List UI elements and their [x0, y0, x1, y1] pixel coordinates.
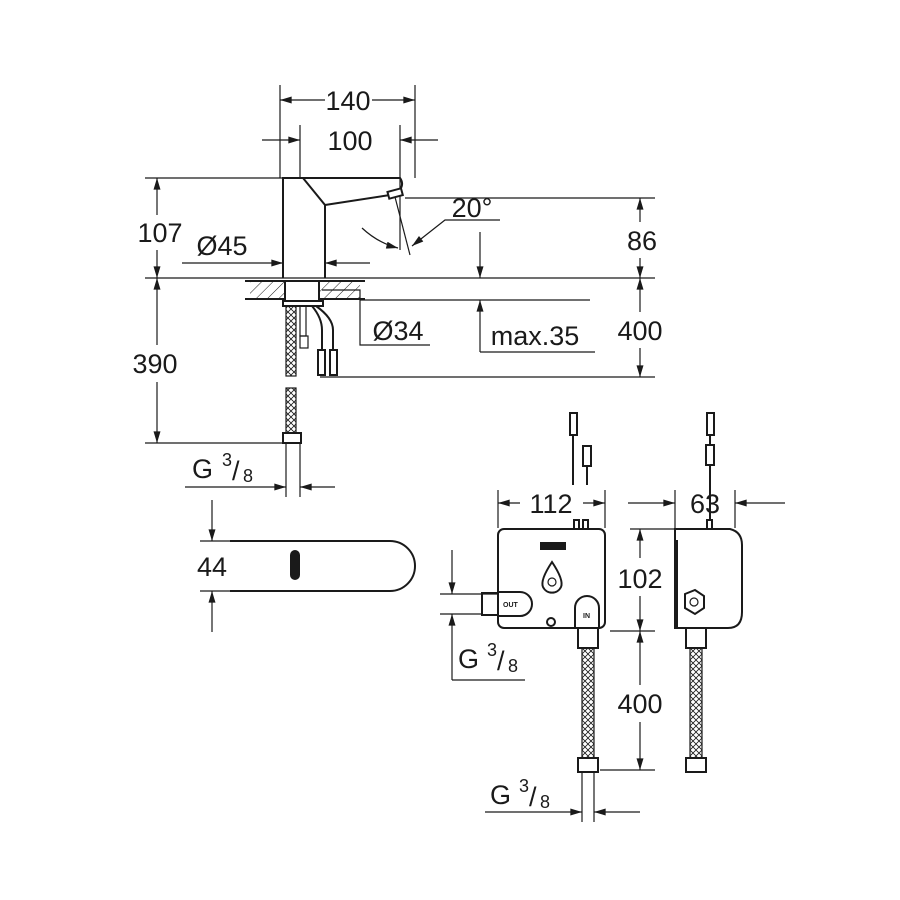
thread-num: 3: [487, 640, 497, 660]
thread-den: 8: [540, 792, 550, 812]
dim-hole-diameter: Ø34: [372, 316, 423, 346]
thread-base: G: [458, 644, 479, 674]
dim-spout-height: 86: [627, 226, 657, 256]
control-box-dimensions: 112 63 102 400 G 3 / 8 G 3: [440, 489, 785, 822]
thread-base: G: [490, 780, 511, 810]
dim-box-height: 102: [617, 564, 662, 594]
outlet-label: OUT: [503, 602, 519, 609]
dim-box-depth: 63: [690, 489, 720, 519]
sensor-window: [290, 550, 300, 580]
dim-thread-inlet: G 3 / 8: [490, 776, 550, 812]
sensor-window: [386, 187, 405, 200]
dim-spout-angle: 20°: [452, 193, 493, 223]
thread-slash: /: [497, 646, 505, 676]
dim-box-width: 112: [529, 489, 572, 519]
thread-den: 8: [243, 466, 253, 486]
faucet-side-view: 140 100 107 Ø45 20° 86 Ø34 max.35 400 39…: [132, 85, 663, 497]
water-drop-icon: [541, 560, 563, 594]
thread-num: 3: [222, 450, 232, 470]
thread-den: 8: [508, 656, 518, 676]
brand-logo: [540, 542, 566, 550]
faucet-top-view: 44: [197, 500, 416, 632]
thread-num: 3: [519, 776, 529, 796]
dim-box-hose-length: 400: [617, 689, 662, 719]
thread-slash: /: [232, 456, 240, 486]
thread-slash: /: [529, 782, 537, 812]
dim-cable-length: 400: [617, 316, 662, 346]
dim-height: 107: [137, 218, 182, 248]
control-box-front: OUT IN: [481, 412, 606, 773]
inlet-label: IN: [583, 613, 590, 620]
dim-max-thickness: max.35: [491, 321, 580, 351]
control-box-side: [674, 412, 743, 773]
dim-thread-outlet: G 3 / 8: [458, 640, 518, 676]
dim-hose-length: 390: [132, 349, 177, 379]
dim-spout-reach: 100: [327, 126, 372, 156]
thread-base: G: [192, 454, 213, 484]
dim-width-total: 140: [325, 86, 370, 116]
dim-top-depth: 44: [197, 552, 227, 582]
dim-thread-faucet: G 3 / 8: [192, 450, 253, 486]
dim-body-diameter: Ø45: [196, 231, 247, 261]
